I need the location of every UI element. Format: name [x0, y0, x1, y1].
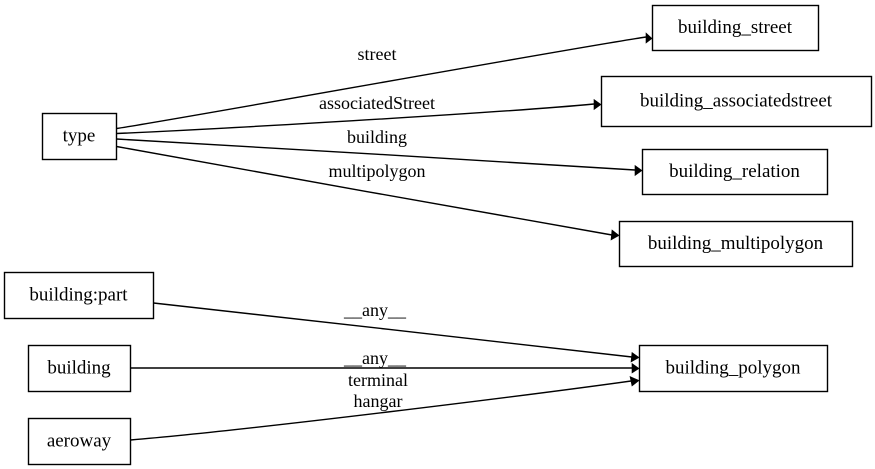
edge-label-street: street — [358, 44, 397, 64]
node-label: building — [47, 357, 111, 378]
node-box — [641, 148, 829, 196]
edge-label-hangar: hangar — [354, 391, 403, 411]
node-box — [27, 417, 132, 466]
node-box — [638, 344, 829, 393]
node-label: building_polygon — [665, 357, 801, 378]
edge-label-multipolygon: multipolygon — [328, 161, 425, 181]
node-building_relation[interactable]: building_relation — [641, 148, 829, 196]
arrowhead-icon — [593, 98, 602, 111]
node-label: aeroway — [47, 430, 112, 451]
edge-type-building_relation[interactable] — [116, 138, 643, 177]
node-box — [41, 112, 118, 161]
edge-aeroway-building_polygon[interactable] — [130, 375, 640, 441]
node-label: building_street — [678, 17, 793, 38]
node-building_associatedstreet[interactable]: building_associatedstreet — [600, 75, 873, 128]
node-box — [3, 271, 155, 320]
node-label: building_relation — [669, 161, 800, 182]
node-building-part[interactable]: building:part — [3, 271, 155, 320]
node-label: building:part — [29, 284, 128, 305]
node-label: type — [63, 125, 96, 146]
edge-building-building_polygon[interactable] — [130, 362, 640, 374]
edge-label-any-part: __any__ — [343, 300, 407, 320]
arrowhead-icon — [630, 351, 640, 363]
arrowhead-icon — [645, 32, 653, 44]
node-aeroway[interactable]: aeroway — [27, 417, 132, 466]
node-box — [651, 4, 820, 52]
edge-line — [130, 380, 632, 441]
node-building_multipolygon[interactable]: building_multipolygon — [618, 220, 854, 268]
edge-label-building: building — [347, 127, 407, 147]
node-label: building_multipolygon — [648, 233, 824, 254]
edge-labels-layer: street associatedStreet building multipo… — [319, 44, 435, 411]
edge-building_part-building_polygon[interactable] — [153, 302, 640, 363]
node-building[interactable]: building — [27, 344, 132, 393]
node-type[interactable]: type — [41, 112, 118, 161]
edge-type-building_multipolygon[interactable] — [116, 145, 620, 241]
edge-line — [116, 138, 636, 171]
edge-line — [116, 103, 595, 135]
node-box — [600, 75, 873, 128]
edge-type-building_street[interactable] — [116, 32, 653, 130]
node-building_street[interactable]: building_street — [651, 4, 820, 52]
nodes-layer: type building_street building_associated… — [3, 4, 873, 466]
node-box — [27, 344, 132, 393]
node-label: building_associatedstreet — [640, 90, 833, 111]
arrowhead-icon — [634, 164, 643, 177]
edge-line — [153, 302, 633, 358]
edge-line — [116, 145, 613, 236]
edge-label-any-building: __any__ — [343, 348, 407, 368]
arrowhead-icon — [610, 229, 620, 241]
node-box — [618, 220, 854, 268]
edge-line — [116, 36, 647, 130]
arrowhead-icon — [629, 375, 640, 387]
edges-layer — [116, 32, 653, 441]
edge-label-associatedstreet: associatedStreet — [319, 93, 435, 113]
edge-label-terminal: terminal — [348, 370, 408, 390]
arrowhead-icon — [631, 362, 640, 374]
edge-type-building_associatedstreet[interactable] — [116, 98, 602, 135]
node-building_polygon[interactable]: building_polygon — [638, 344, 829, 393]
